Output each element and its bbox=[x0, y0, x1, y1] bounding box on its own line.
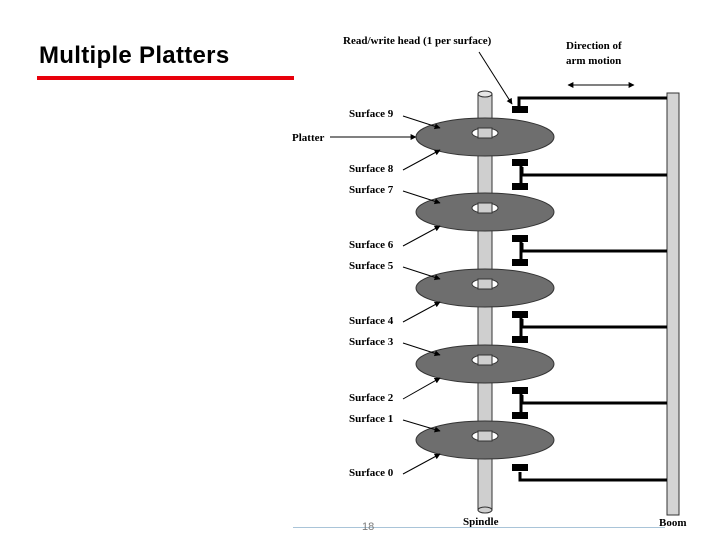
platter-2 bbox=[415, 192, 555, 232]
page-number: 18 bbox=[362, 521, 375, 533]
platter-5 bbox=[415, 420, 555, 460]
title-underline bbox=[37, 76, 294, 80]
direction-label-line1: Direction of bbox=[566, 40, 622, 52]
spindle-top bbox=[477, 90, 493, 98]
surface-label-6: Surface 6 bbox=[349, 239, 394, 251]
spindle-label: Spindle bbox=[463, 516, 499, 528]
boom bbox=[666, 92, 680, 516]
platter-label: Platter bbox=[292, 132, 324, 144]
surface-label-3: Surface 3 bbox=[349, 336, 394, 348]
read-write-heads bbox=[512, 106, 528, 471]
surface-label-4: Surface 4 bbox=[349, 315, 394, 327]
platter-4 bbox=[415, 344, 555, 384]
surface-label-1: Surface 1 bbox=[349, 413, 393, 425]
surface-label-5: Surface 5 bbox=[349, 260, 394, 272]
spindle-bottom bbox=[477, 506, 493, 514]
surface-label-7: Surface 7 bbox=[349, 184, 394, 196]
head-label: Read/write head (1 per surface) bbox=[343, 35, 492, 47]
footer-rule bbox=[293, 527, 665, 528]
head-pointer-arrow bbox=[478, 51, 513, 105]
surface-label-2: Surface 2 bbox=[349, 392, 394, 404]
direction-label-line2: arm motion bbox=[566, 55, 621, 67]
slide-title: Multiple Platters bbox=[39, 42, 230, 69]
boom-label: Boom bbox=[659, 517, 687, 529]
surface-label-8: Surface 8 bbox=[349, 163, 394, 175]
platter-1 bbox=[415, 117, 555, 157]
surface-label-0: Surface 0 bbox=[349, 467, 394, 479]
surface-label-9: Surface 9 bbox=[349, 108, 394, 120]
platter-3 bbox=[415, 268, 555, 308]
surface-pointer-arrows bbox=[402, 115, 441, 475]
